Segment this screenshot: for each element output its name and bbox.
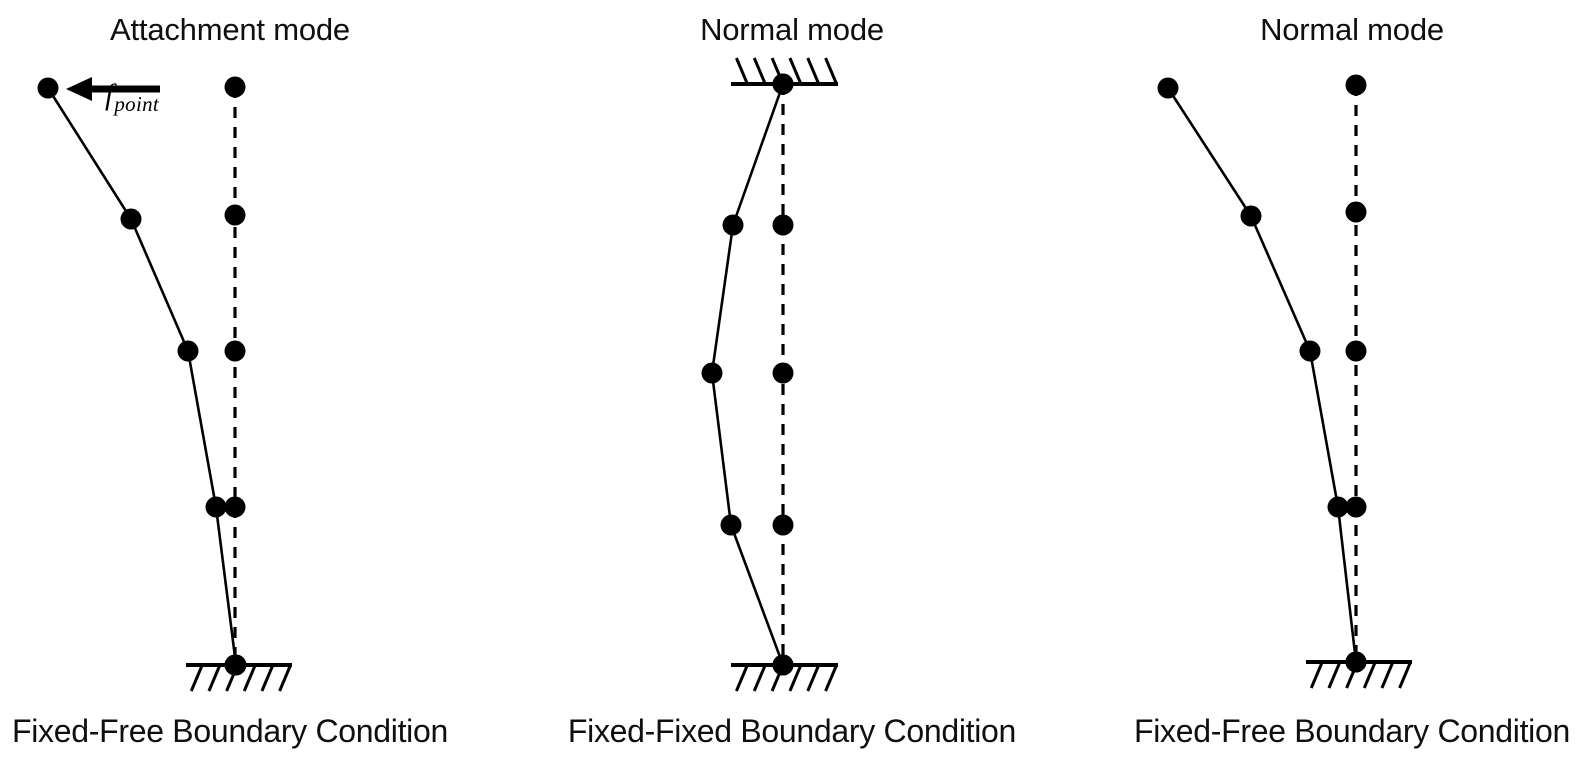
force-arrow-head xyxy=(66,77,92,101)
force-subscript: point xyxy=(114,92,160,116)
undeformed-node-dot xyxy=(224,496,246,518)
undeformed-node-dot xyxy=(772,214,794,236)
deformed-node-dot xyxy=(772,73,794,95)
undeformed-node-dot xyxy=(772,362,794,384)
support-hatch-stroke xyxy=(788,57,803,85)
deformed-node-dot xyxy=(1240,205,1262,227)
boundary-condition-caption: Fixed-Free Boundary Condition xyxy=(1134,713,1570,749)
deformed-node-dot xyxy=(1327,496,1349,518)
undeformed-node-dot xyxy=(772,514,794,536)
force-symbol: f xyxy=(105,78,114,111)
deformed-node-dot xyxy=(225,654,247,676)
support-hatch-stroke xyxy=(806,57,821,85)
support-hatch-stroke xyxy=(1309,661,1324,689)
deformed-node-dot xyxy=(1345,651,1367,673)
support-hatch-stroke xyxy=(806,664,821,692)
undeformed-node-dot xyxy=(224,340,246,362)
support-hatch-stroke xyxy=(824,57,838,85)
deformed-node-dot xyxy=(120,208,142,230)
undeformed-node-dot xyxy=(1345,74,1367,96)
support-hatch-stroke xyxy=(1327,661,1342,689)
support-hatch-stroke xyxy=(278,664,292,692)
support-hatch-stroke xyxy=(1398,661,1412,689)
deformed-node-dot xyxy=(1299,340,1321,362)
undeformed-node-dot xyxy=(1345,496,1367,518)
deformed-node-dot xyxy=(177,340,199,362)
support-hatch-stroke xyxy=(752,664,767,692)
support-hatch-stroke xyxy=(260,664,275,692)
undeformed-node-dot xyxy=(1345,201,1367,223)
support-hatch-stroke xyxy=(752,57,767,85)
panel-title: Normal mode xyxy=(1260,12,1444,47)
support-bottom xyxy=(186,663,292,692)
panel-title: Attachment mode xyxy=(110,12,350,47)
support-hatch-stroke xyxy=(735,664,749,692)
undeformed-node-dot xyxy=(224,204,246,226)
undeformed-node-dot xyxy=(1345,340,1367,362)
support-hatch-stroke xyxy=(1362,661,1377,689)
boundary-condition-caption: Fixed-Fixed Boundary Condition xyxy=(567,713,1017,749)
support-hatch-stroke xyxy=(207,664,222,692)
support-hatch-stroke xyxy=(824,664,838,692)
force-arrow xyxy=(66,77,160,101)
panel-title: Normal mode xyxy=(700,12,884,47)
support-hatch-stroke xyxy=(735,57,749,85)
deformed-node-dot xyxy=(205,496,227,518)
deformed-shape-polyline xyxy=(1166,87,1358,663)
support-hatch-stroke xyxy=(788,664,803,692)
deformed-node-dot xyxy=(1157,77,1179,99)
support-hatch-stroke xyxy=(189,664,204,692)
boundary-condition-caption: Fixed-Free Boundary Condition xyxy=(12,713,448,749)
undeformed-node-dot xyxy=(224,76,246,98)
deformed-node-dot xyxy=(772,654,794,676)
support-hatch-stroke xyxy=(242,664,257,692)
deformed-node-dot xyxy=(701,362,723,384)
deformed-node-dot xyxy=(722,214,744,236)
deformed-node-dot xyxy=(720,514,742,536)
deformed-node-dot xyxy=(37,77,59,99)
support-hatch-stroke xyxy=(1380,661,1395,689)
force-point-label: fpoint xyxy=(105,78,159,115)
